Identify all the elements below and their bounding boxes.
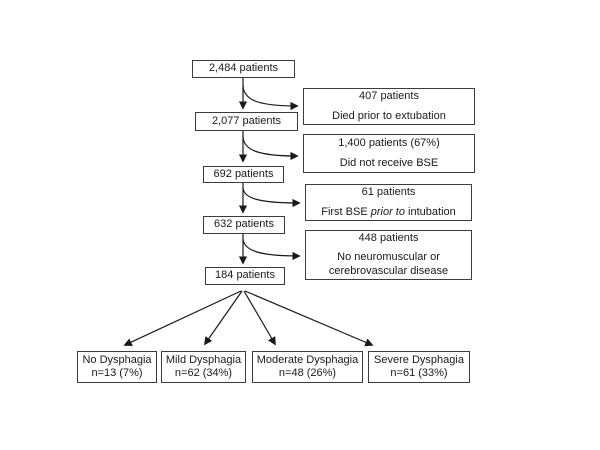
- exclusion-count: 61 patients: [361, 186, 416, 199]
- exclusion-reason-line1: No neuromuscular or: [337, 250, 440, 263]
- flow-box-final-cohort: 184 patients: [205, 267, 285, 285]
- exclusion-box-no-bse: 1,400 patients (67%) Did not receive BSE: [303, 134, 475, 173]
- flow-box-after-death-exclusion: 2,077 patients: [195, 112, 298, 131]
- flow-box-label: 2,077 patients: [211, 114, 282, 127]
- flow-box-after-prior-bse-exclusion: 632 patients: [203, 216, 285, 234]
- outcome-label: Moderate Dysphagia: [256, 353, 359, 366]
- flow-box-received-bse: 692 patients: [203, 166, 284, 183]
- outcome-label: No Dysphagia: [82, 353, 152, 366]
- exclusion-reason: First BSE prior to intubation: [321, 205, 456, 218]
- italic-phrase: prior to: [370, 205, 405, 218]
- exclusion-box-prior-bse: 61 patients First BSE prior to intubatio…: [305, 184, 472, 221]
- outcome-count: n=13 (7%): [91, 367, 143, 379]
- exclusion-reason: Did not receive BSE: [339, 156, 439, 169]
- flow-box-label: 632 patients: [214, 218, 274, 231]
- outcome-box-no-dysphagia: No Dysphagia n=13 (7%): [77, 351, 157, 383]
- exclusion-count: 407 patients: [359, 90, 419, 103]
- flow-box-label: 2,484 patients: [208, 62, 279, 75]
- outcome-label: Mild Dysphagia: [165, 353, 242, 366]
- arrow-branch-2: [242, 136, 299, 161]
- outcome-label: Severe Dysphagia: [374, 353, 464, 366]
- arrow-fan-2: [204, 290, 243, 346]
- flow-box-label: 692 patients: [213, 167, 274, 180]
- exclusion-box-died: 407 patients Died prior to extubation: [303, 88, 475, 125]
- outcome-box-moderate-dysphagia: Moderate Dysphagia n=48 (26%): [252, 351, 363, 383]
- arrow-branch-1: [242, 85, 299, 111]
- arrow-branch-4: [242, 238, 301, 261]
- exclusion-reason: Died prior to extubation: [332, 109, 446, 122]
- arrow-fan-3: [243, 290, 276, 346]
- outcome-count: n=61 (33%): [390, 367, 448, 379]
- exclusion-reason-line2: cerebrovascular disease: [328, 265, 449, 278]
- outcome-box-mild-dysphagia: Mild Dysphagia n=62 (34%): [161, 351, 246, 383]
- arrow-fan-1: [123, 290, 242, 346]
- outcome-count: n=48 (26%): [278, 367, 337, 379]
- flow-box-total-patients: 2,484 patients: [192, 60, 295, 78]
- flow-box-label: 184 patients: [215, 269, 275, 282]
- arrow-fan-4: [244, 290, 374, 347]
- outcome-box-severe-dysphagia: Severe Dysphagia n=61 (33%): [368, 351, 470, 383]
- exclusion-count: 1,400 patients (67%): [338, 137, 440, 150]
- exclusion-count: 448 patients: [358, 231, 419, 244]
- exclusion-box-no-neuro-disease: 448 patients No neuromuscular or cerebro…: [305, 230, 472, 280]
- arrow-branch-3: [242, 187, 301, 208]
- outcome-count: n=62 (34%): [174, 367, 233, 379]
